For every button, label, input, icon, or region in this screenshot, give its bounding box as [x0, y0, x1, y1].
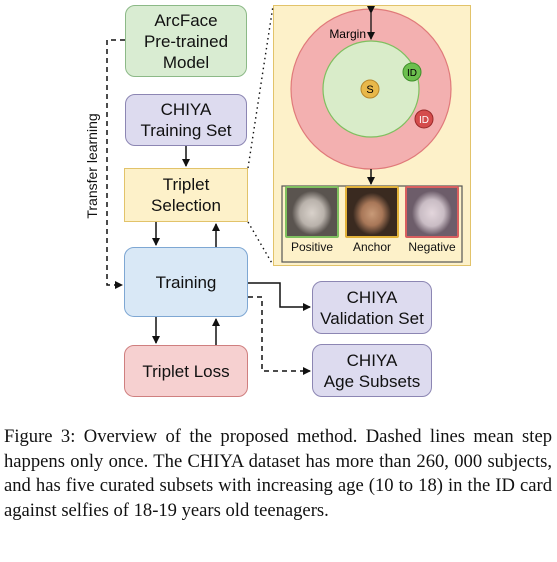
zoom-line-top: [247, 5, 274, 169]
figure-caption: Figure 3: Overview of the proposed metho…: [4, 426, 552, 521]
triplet-loss-box: Triplet Loss: [124, 345, 248, 397]
diagram-connectors: Margin S ID ID: [106, 5, 463, 375]
negative-face-label: Negative: [408, 240, 456, 254]
anchor-symbol: S: [366, 84, 373, 96]
positive-dot: [402, 62, 422, 82]
positive-symbol: ID: [407, 68, 417, 79]
margin-label: Margin: [329, 27, 366, 41]
transfer-learning-arrow: [106, 39, 125, 289]
anchor-face-image: [345, 186, 399, 238]
negative-face-card: Negative: [402, 186, 462, 261]
anchor-face-card: Anchor: [342, 186, 402, 261]
negative-dot: [414, 109, 434, 129]
training-box: Training: [124, 247, 248, 317]
positive-face-image: [285, 186, 339, 238]
triplet-selection-box: Triplet Selection: [124, 168, 248, 222]
chiya-validation-set-box: CHIYA Validation Set: [312, 281, 432, 334]
negative-symbol: ID: [419, 115, 429, 126]
zoom-line-bottom: [247, 221, 274, 266]
anchor-face-label: Anchor: [352, 240, 392, 254]
positive-face-card: Positive: [282, 186, 342, 261]
chiya-age-subsets-box: CHIYA Age Subsets: [312, 344, 432, 397]
negative-face-image: [405, 186, 459, 238]
anchor-dot: [360, 79, 380, 99]
training-to-agesubsets-arrow: [248, 296, 311, 375]
chiya-training-set-box: CHIYA Training Set: [125, 94, 247, 146]
arcface-pretrained-model-box: ArcFace Pre-trained Model: [125, 5, 247, 77]
positive-face-label: Positive: [290, 240, 334, 254]
training-to-validation-arrow: [248, 282, 311, 311]
